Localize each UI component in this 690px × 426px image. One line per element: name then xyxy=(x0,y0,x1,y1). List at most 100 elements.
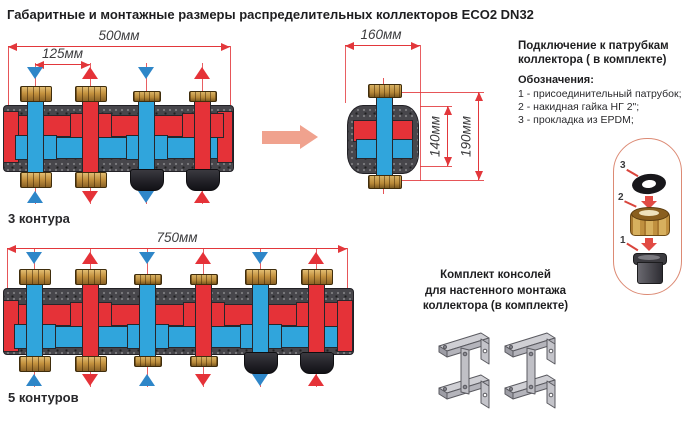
connection-pipe-body xyxy=(637,262,663,284)
return-pipe-blue xyxy=(12,326,343,348)
wall-bracket-icon xyxy=(504,332,556,409)
exploded-view-capsule xyxy=(613,138,682,295)
flat-brass-fitting xyxy=(134,274,162,285)
legend-item-1: 1 - присоединительный патрубок; xyxy=(518,88,682,100)
port-pipe xyxy=(195,281,212,359)
part-label-1: 1 xyxy=(620,235,626,246)
union-nut-fitting xyxy=(301,269,333,285)
black-cap-fitting xyxy=(244,352,278,374)
flat-brass-fitting xyxy=(134,356,162,367)
assembly-arrow-icon xyxy=(645,238,653,243)
union-nut-fitting xyxy=(75,269,107,285)
flow-arrow-up-icon xyxy=(26,374,42,386)
wall-bracket-icon xyxy=(438,332,490,409)
flat-brass-fitting xyxy=(190,274,218,285)
black-cap-fitting xyxy=(130,169,164,191)
port-pipe xyxy=(26,281,43,359)
dim-ext-line xyxy=(347,248,348,288)
assembly-arrow-head-icon xyxy=(641,201,657,209)
dim-ext-line xyxy=(230,46,231,105)
legend-item-3: 3 - прокладка из EPDM; xyxy=(518,114,634,126)
console-title-line3: коллектора (в комплекте) xyxy=(422,300,569,312)
dim-arrowhead-icon xyxy=(475,171,483,180)
page-title: Габаритные и монтажные размеры распредел… xyxy=(7,7,534,22)
dim-leader xyxy=(402,180,484,181)
union-nut-fitting xyxy=(19,356,51,372)
dim-arrowhead-icon xyxy=(8,42,17,51)
dim-190mm-line xyxy=(478,92,480,180)
dim-140mm-label: 140мм xyxy=(427,115,443,158)
dim-line xyxy=(8,46,230,48)
dim-label: 500мм xyxy=(98,28,140,43)
dim-arrowhead-icon xyxy=(81,60,90,69)
return-pipe-blue xyxy=(12,137,223,159)
dim-arrowhead-icon xyxy=(444,157,452,166)
flow-arrow-up-icon xyxy=(27,191,43,203)
port-pipe xyxy=(82,98,99,176)
transition-arrow-icon xyxy=(262,131,300,144)
dim-line xyxy=(35,64,90,66)
dim-arrowhead-icon xyxy=(35,60,44,69)
side-view-bottom-fitting xyxy=(368,175,402,189)
flow-arrow-up-icon xyxy=(82,67,98,79)
flow-arrow-down-icon xyxy=(252,374,268,386)
transition-arrow-head-icon xyxy=(300,125,318,149)
port-pipe xyxy=(139,281,156,359)
union-nut-fitting xyxy=(75,86,107,102)
port-pipe xyxy=(308,281,325,359)
flow-arrow-up-icon xyxy=(82,252,98,264)
flow-arrow-down-icon xyxy=(82,374,98,386)
legend-item-2: 2 - накидная гайка НГ 2"; xyxy=(518,101,640,113)
flow-arrow-up-icon xyxy=(194,191,210,203)
flow-arrow-up-icon xyxy=(194,67,210,79)
port-pipe xyxy=(27,98,44,176)
manifold-label: 5 контуров xyxy=(8,390,79,405)
dim-leader xyxy=(402,92,484,93)
dim-190mm-label: 190мм xyxy=(458,115,474,158)
legend-title: Обозначения: xyxy=(518,74,594,86)
port-pipe xyxy=(194,98,211,176)
dim-line xyxy=(7,248,347,250)
union-nut-fitting xyxy=(75,356,107,372)
flow-arrow-down-icon xyxy=(138,67,154,79)
union-nut-fitting xyxy=(245,269,277,285)
flow-arrow-down-icon xyxy=(252,252,268,264)
console-title-line1: Комплект консолей xyxy=(440,269,551,281)
assembly-arrow-icon xyxy=(645,196,653,201)
dim-ext-line xyxy=(7,248,8,288)
dim-arrowhead-icon xyxy=(338,244,347,253)
flow-arrow-down-icon xyxy=(195,374,211,386)
black-cap-fitting xyxy=(186,169,220,191)
flow-arrow-up-icon xyxy=(308,252,324,264)
flow-arrow-up-icon xyxy=(139,374,155,386)
supply-pipe-red xyxy=(12,115,223,137)
console-title-line2: для настенного монтажа xyxy=(424,284,567,297)
port-pipe xyxy=(82,281,99,359)
supply-pipe-red xyxy=(12,304,343,326)
connection-title-line1: Подключение к патрубкам xyxy=(518,40,669,52)
side-view-blue-pipe xyxy=(376,92,393,186)
dim-arrowhead-icon xyxy=(221,42,230,51)
dim-leader xyxy=(420,166,452,167)
union-nut-fitting xyxy=(20,172,52,188)
console-panel-title: Комплект консолей для настенного монтажа… xyxy=(408,268,583,315)
dim-160mm-label: 160мм xyxy=(360,27,402,42)
black-cap-fitting xyxy=(300,352,334,374)
assembly-arrow-head-icon xyxy=(641,243,657,251)
dim-arrowhead-icon xyxy=(444,106,452,115)
dim-160mm-line xyxy=(345,45,420,47)
flow-arrow-up-icon xyxy=(308,374,324,386)
dim-arrowhead-icon xyxy=(7,244,16,253)
port-pipe xyxy=(252,281,269,359)
port-pipe xyxy=(138,98,155,176)
dim-140mm-line xyxy=(447,106,449,166)
side-view-top-fitting xyxy=(368,84,402,98)
flow-arrow-up-icon xyxy=(195,252,211,264)
dim-arrowhead-icon xyxy=(345,41,354,50)
union-nut-fitting xyxy=(75,172,107,188)
flat-brass-fitting xyxy=(190,356,218,367)
end-cap-right xyxy=(337,300,353,352)
connection-title-line2: коллектора ( в комплекте) xyxy=(518,54,667,66)
flat-brass-fitting xyxy=(189,91,217,102)
